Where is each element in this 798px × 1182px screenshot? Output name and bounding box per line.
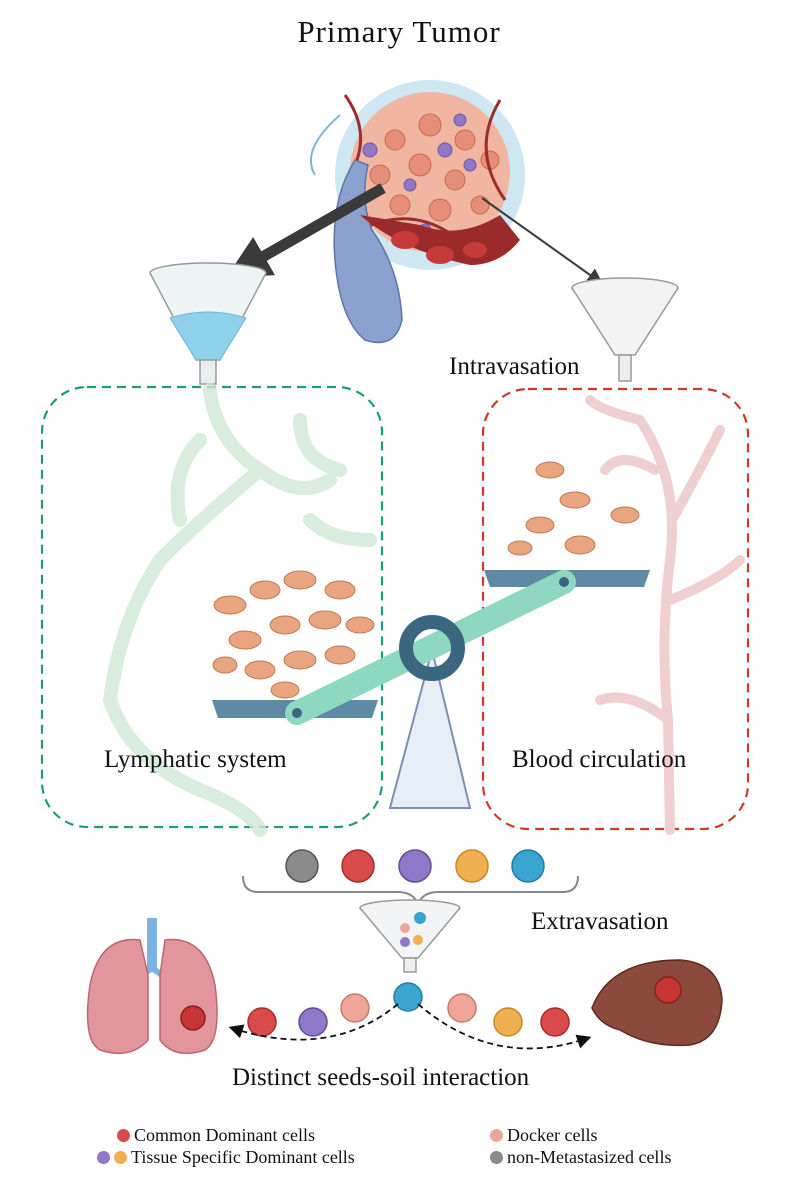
scale-beam	[285, 570, 576, 725]
legend-common: Common Dominant cells	[117, 1125, 315, 1146]
extravasation-funnel	[359, 899, 461, 973]
scale-base	[388, 649, 472, 809]
blood-funnel	[571, 277, 679, 382]
lymph-cell-cluster	[212, 570, 375, 699]
diagram-title: Primary Tumor	[297, 14, 501, 49]
seeds-soil-label: Distinct seeds-soil interaction	[232, 1064, 530, 1091]
tissue-orange-cell-icon	[114, 1151, 127, 1164]
lungs-illustration	[86, 918, 218, 1055]
arrow-to-lungs	[228, 1003, 399, 1041]
blood-circulation-label: Blood circulation	[512, 746, 687, 773]
legend-non-met-label: non-Metastasized cells	[507, 1147, 672, 1167]
seeds-soil-cells	[247, 982, 570, 1037]
common-cell-icon	[117, 1129, 130, 1142]
legend-docker: Docker cells	[490, 1125, 597, 1146]
legend-tissue-label: Tissue Specific Dominant cells	[131, 1147, 355, 1167]
lymph-tree-illustration	[102, 383, 377, 837]
legend-docker-label: Docker cells	[507, 1125, 598, 1145]
blue-cell	[511, 849, 545, 883]
liver-metastasis	[654, 976, 682, 1004]
blood-tree-illustration	[585, 395, 745, 835]
common-cell	[341, 849, 375, 883]
blood-vessel-illustration	[360, 215, 520, 265]
scale-pivot	[399, 615, 465, 681]
balance-scale	[212, 570, 650, 809]
arrow-to-liver	[417, 1003, 592, 1050]
arrow-to-lymph-funnel	[225, 183, 386, 278]
liver-illustration	[591, 959, 723, 1047]
non-met-cell-icon	[490, 1151, 503, 1164]
lung-metastasis	[180, 1005, 206, 1031]
intravasation-label: Intravasation	[449, 353, 580, 380]
lymph-funnel	[149, 262, 267, 385]
extravasation-label: Extravasation	[531, 908, 669, 935]
cell-row	[285, 849, 545, 883]
legend-tissue: Tissue Specific Dominant cells	[97, 1147, 355, 1168]
non-met-cell	[285, 849, 319, 883]
tissue-orange-cell	[455, 849, 489, 883]
arrow-to-blood-funnel	[481, 197, 604, 285]
docker-cell-icon	[490, 1129, 503, 1142]
tissue-purple-cell	[398, 849, 432, 883]
legend-common-label: Common Dominant cells	[134, 1125, 315, 1145]
legend-non-met: non-Metastasized cells	[490, 1147, 671, 1168]
lymphatic-system-label: Lymphatic system	[104, 746, 287, 773]
tissue-purple-cell-icon	[97, 1151, 110, 1164]
blood-cell-cluster	[507, 461, 640, 556]
